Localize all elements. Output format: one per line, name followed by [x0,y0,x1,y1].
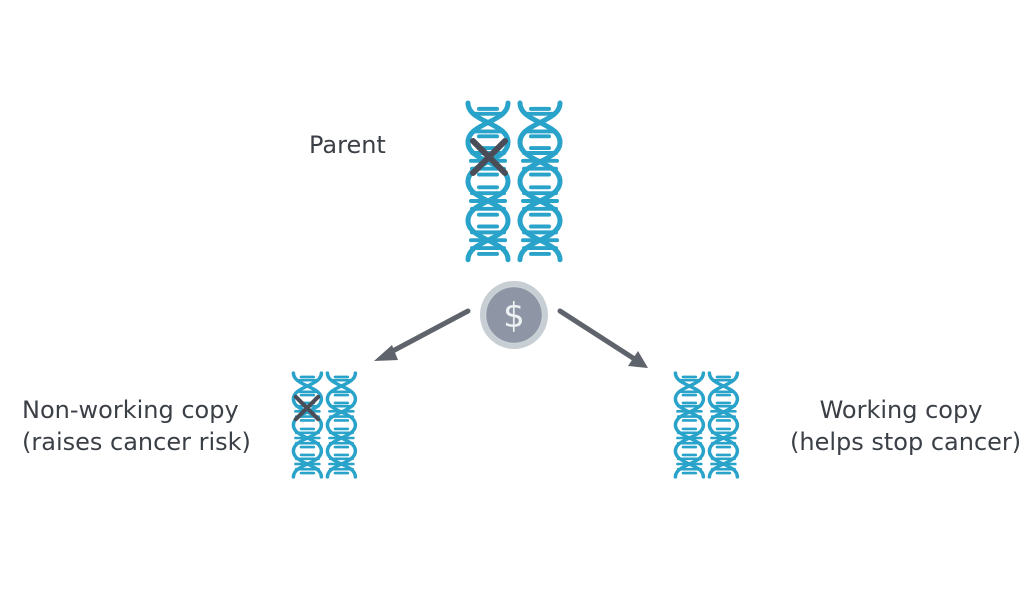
working-copy-label: Working copy (helps stop cancer) [790,394,1022,458]
dna-helix-icon [468,103,508,260]
parent-dna-pair [468,103,560,260]
parent-label: Parent [309,129,386,161]
non-working-copy-label: Non-working copy (raises cancer risk) [22,394,251,458]
dna-helix-icon [520,103,560,260]
coin-symbol: $ [503,296,525,336]
dna-helix-icon [673,371,706,479]
non-working-dna-pair [291,371,358,479]
working-copy-title: Working copy [819,396,983,424]
dna-helix-icon [291,371,324,479]
coin-flip-icon: $ [480,281,548,349]
working-dna-pair [673,371,740,479]
working-copy-note: (helps stop cancer) [790,428,1022,456]
dna-helix-icon [707,371,740,479]
parent-label-text: Parent [309,131,386,159]
arrow-left [374,308,471,361]
dna-helix-icon [325,371,358,479]
arrow-right [557,308,648,368]
non-working-copy-title: Non-working copy [22,396,239,424]
non-working-copy-note: (raises cancer risk) [22,428,251,456]
